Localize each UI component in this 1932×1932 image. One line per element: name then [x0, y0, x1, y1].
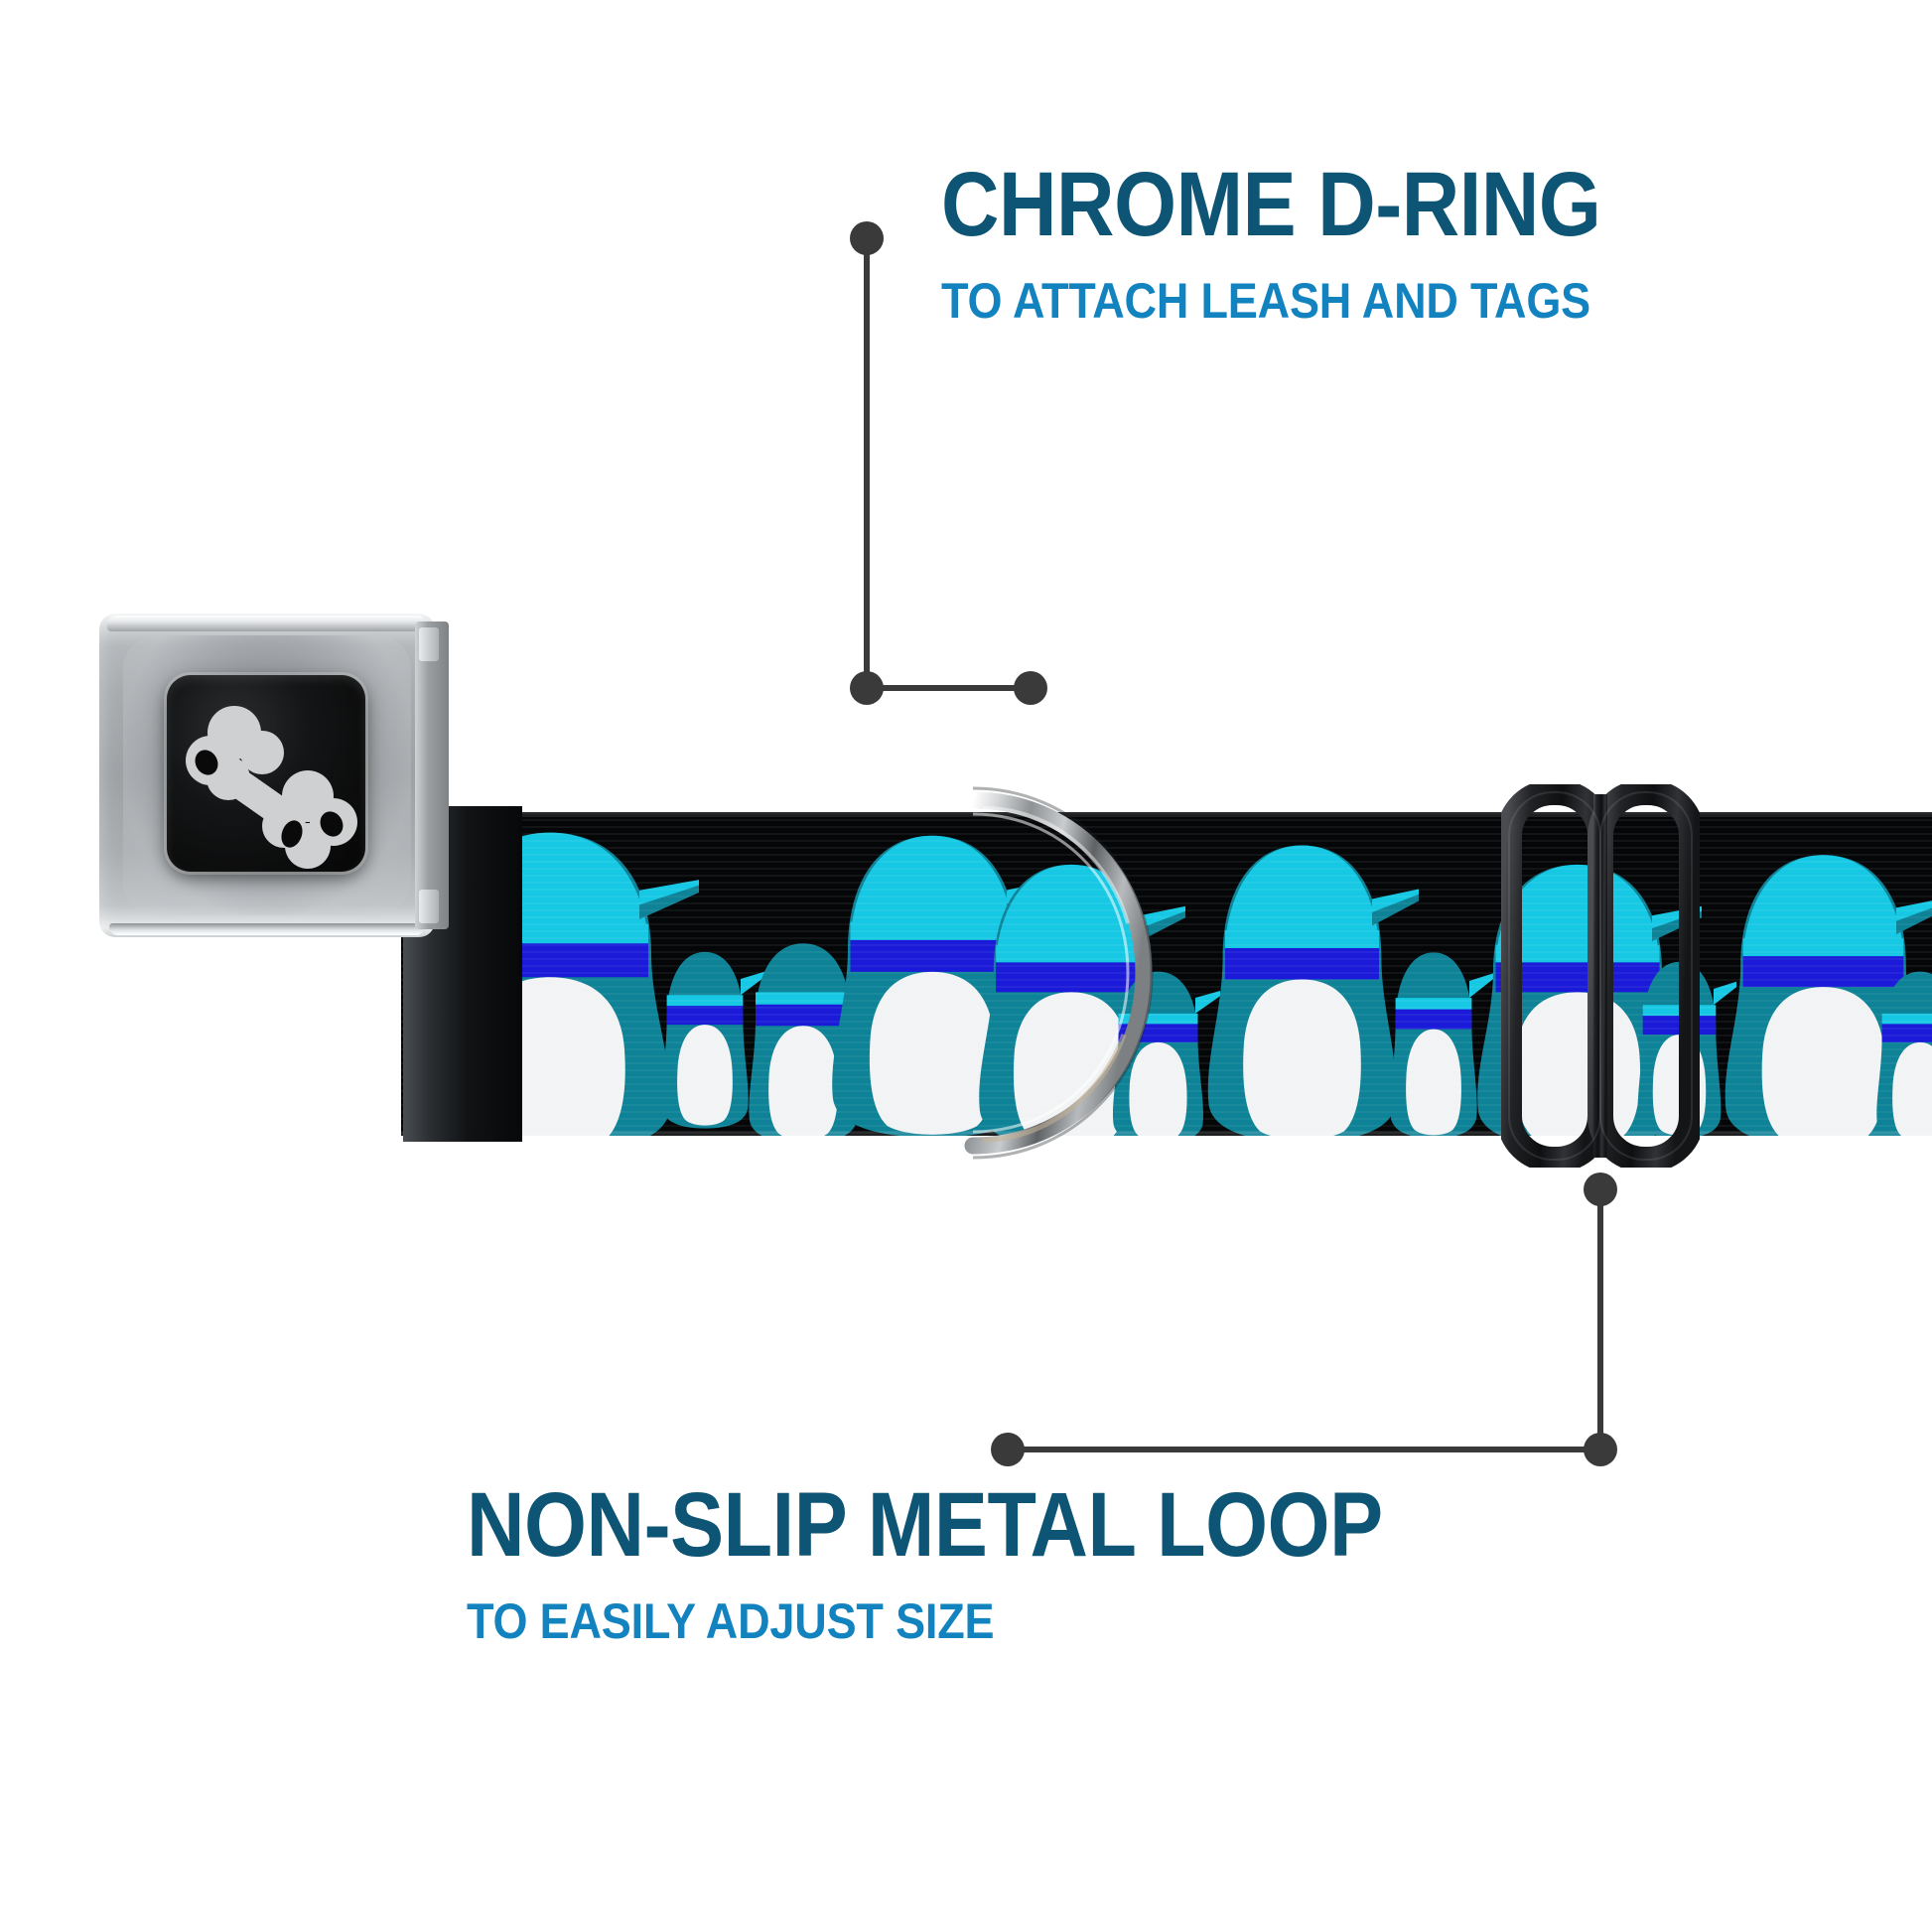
buckle-tab-bottom: [419, 890, 439, 923]
seatbelt-buckle[interactable]: [99, 614, 449, 937]
leader-dot-bottom-corner: [1584, 1433, 1617, 1466]
strap-edge-top: [401, 812, 1932, 817]
penguin-motif: [1702, 842, 1932, 1136]
callout-title-chrome-d-ring: CHROME D-RING: [941, 154, 1601, 255]
slider-loop[interactable]: [1501, 784, 1700, 1168]
strap-edge-bottom: [401, 1131, 1932, 1136]
penguin-motif: [1861, 961, 1932, 1136]
buckle-strap-slot: [415, 621, 449, 929]
leader-vertical-bottom: [1597, 1189, 1603, 1449]
callout-subtitle-chrome-d-ring: TO ATTACH LEASH AND TAGS: [941, 273, 1590, 329]
callout-chrome-d-ring: CHROME D-RING TO ATTACH LEASH AND TAGS: [941, 159, 1691, 326]
leader-horizontal-top: [867, 685, 1031, 691]
callout-non-slip-metal-loop: NON-SLIP METAL LOOP TO EASILY ADJUST SIZ…: [467, 1479, 1508, 1646]
dog-bone-icon: [186, 706, 357, 869]
leader-dot-bottom-text: [991, 1433, 1025, 1466]
leader-dot-top-text: [850, 221, 884, 255]
leader-horizontal-bottom: [1008, 1447, 1600, 1452]
buckle-tab-top: [419, 627, 439, 661]
callout-subtitle-non-slip-metal-loop: TO EASILY ADJUST SIZE: [467, 1593, 995, 1649]
leader-dot-bottom-target: [1584, 1173, 1617, 1206]
leader-dot-top-corner: [850, 671, 884, 705]
chrome-d-ring[interactable]: [939, 774, 1166, 1172]
buckle-top-highlight: [107, 616, 427, 631]
collar-strap: [401, 812, 1932, 1136]
buckle-bottom-highlight: [109, 923, 425, 935]
leader-dot-top-target: [1014, 671, 1047, 705]
penguin-motif: [1374, 941, 1493, 1136]
leader-vertical-top: [864, 238, 870, 688]
callout-title-non-slip-metal-loop: NON-SLIP METAL LOOP: [467, 1474, 1383, 1576]
penguin-motif: [1185, 832, 1419, 1136]
penguin-motif: [645, 941, 764, 1130]
buckle-emblem-plate: [167, 675, 365, 872]
